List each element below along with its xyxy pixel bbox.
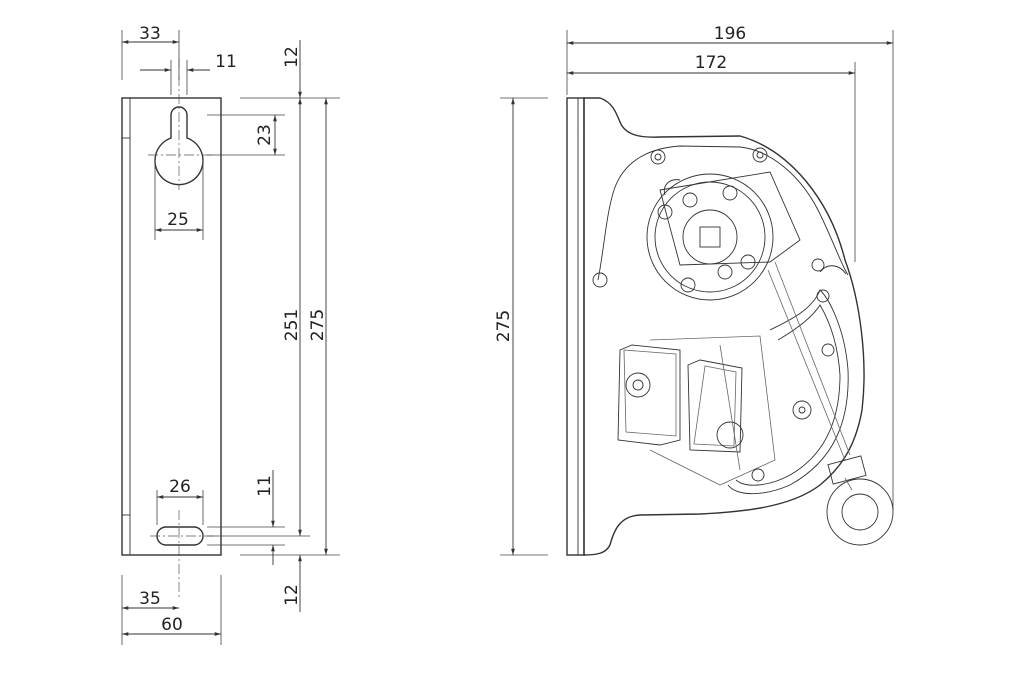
front-view: 196 172 275 — [494, 24, 894, 556]
bottom-slot — [156, 526, 204, 546]
dim-33: 33 — [139, 24, 161, 44]
cable-gland — [826, 455, 894, 546]
dim-35: 35 — [139, 589, 161, 609]
housing-outline — [583, 97, 865, 556]
dim-196: 196 — [714, 24, 746, 44]
lower-clamp — [617, 335, 776, 486]
dim-275-front: 275 — [494, 310, 514, 342]
dim-11-slot: 11 — [255, 475, 275, 497]
keyhole-slot — [154, 106, 204, 186]
dim-11-top: 11 — [215, 52, 237, 72]
dim-60: 60 — [161, 615, 183, 635]
dim-172: 172 — [695, 53, 727, 73]
dim-275-side: 275 — [308, 309, 328, 341]
upper-drum — [646, 171, 801, 301]
side-view: 33 11 12 23 25 251 275 — [121, 24, 340, 645]
dim-12-top: 12 — [282, 46, 302, 68]
guide-arm — [727, 258, 851, 495]
spring-wire — [597, 145, 849, 281]
dim-23: 23 — [255, 124, 275, 146]
dim-26: 26 — [169, 477, 191, 497]
side-plate — [121, 97, 222, 556]
dim-12-bottom: 12 — [282, 584, 302, 606]
dim-251: 251 — [282, 309, 302, 341]
dim-25: 25 — [167, 210, 189, 230]
front-flange — [566, 97, 585, 556]
